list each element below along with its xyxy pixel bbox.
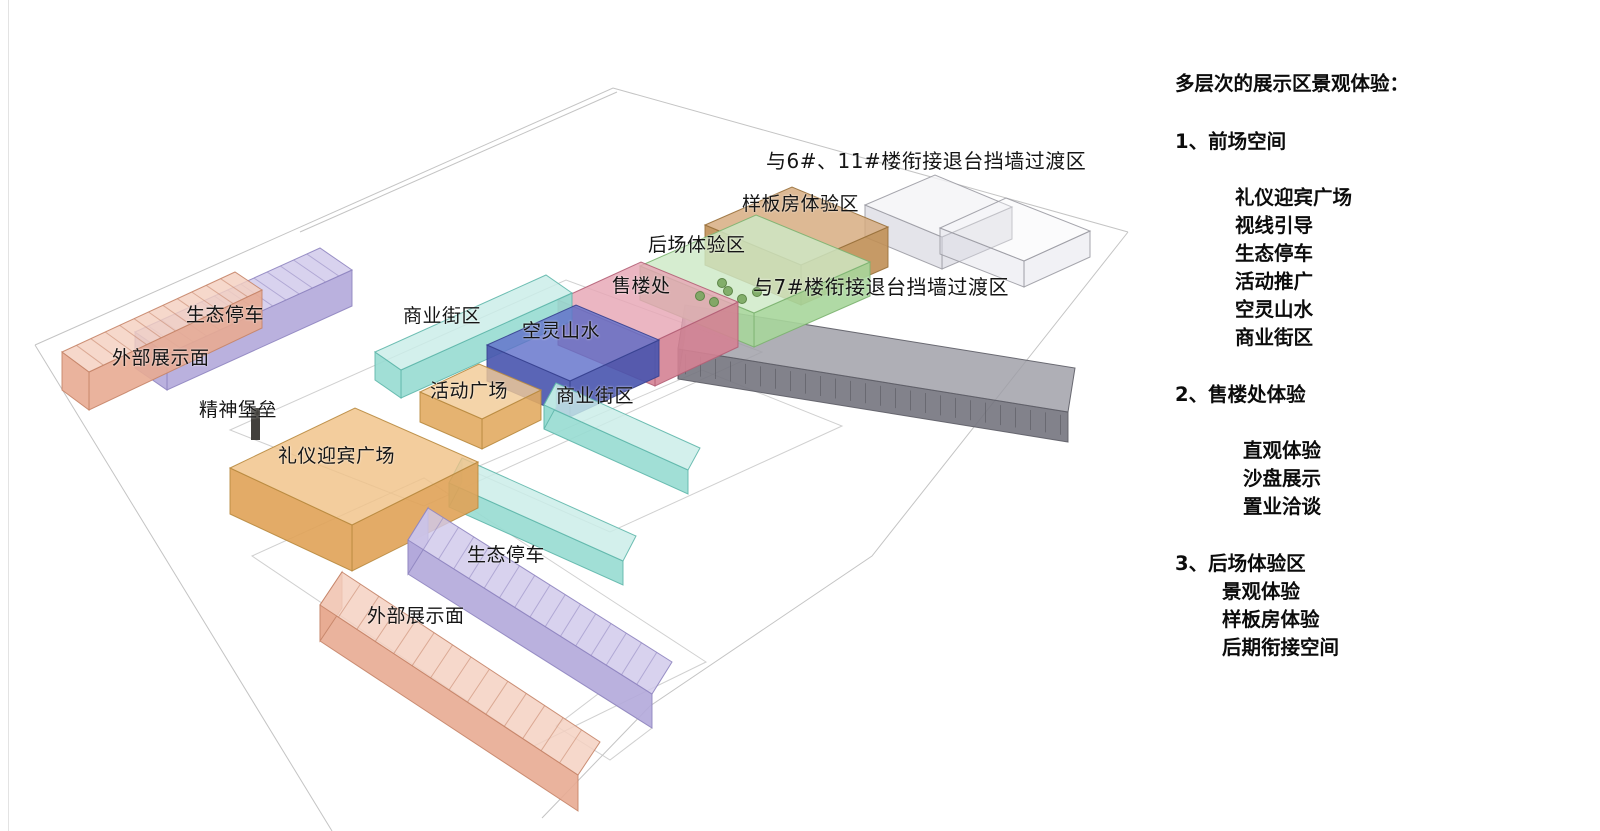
zone-box-parking bbox=[407, 506, 673, 729]
legend-item: 后期衔接空间 bbox=[1222, 636, 1340, 659]
zone-box-layer bbox=[61, 174, 1092, 812]
legend-heading-backfield: 3、后场体验区 bbox=[1175, 552, 1306, 575]
label-sales-office: 售楼处 bbox=[612, 275, 671, 297]
zone-box-plaza bbox=[228, 407, 480, 572]
label-parking-lower: 生态停车 bbox=[467, 544, 546, 566]
legend-item: 视线引导 bbox=[1235, 214, 1314, 237]
legend-item: 直观体验 bbox=[1243, 439, 1322, 462]
zone-box-display bbox=[319, 570, 601, 812]
legend-item: 生态停车 bbox=[1235, 242, 1314, 265]
tree-icon bbox=[737, 294, 747, 304]
legend-heading-frontfield: 1、前场空间 bbox=[1175, 130, 1287, 153]
legend-item: 沙盘展示 bbox=[1243, 467, 1322, 490]
legend-item: 商业街区 bbox=[1235, 326, 1314, 349]
legend-panel: 多层次的展示区景观体验： 1、前场空间 礼仪迎宾广场 视线引导 生态停车 活动推… bbox=[1175, 70, 1409, 662]
legend-item: 样板房体验 bbox=[1222, 608, 1320, 631]
label-display-lower: 外部展示面 bbox=[367, 605, 465, 627]
zone-box-display bbox=[61, 271, 264, 411]
zone-box-transition bbox=[863, 174, 1014, 270]
label-commercial-lower: 商业街区 bbox=[556, 385, 635, 407]
label-welcome-plaza: 礼仪迎宾广场 bbox=[278, 445, 396, 467]
label-model-area: 样板房体验区 bbox=[742, 193, 860, 215]
legend-items-sales: 直观体验 沙盘展示 置业洽谈 bbox=[1243, 437, 1409, 521]
tree-icon bbox=[695, 291, 705, 301]
zone-box-transition bbox=[938, 197, 1092, 288]
decoration-layer bbox=[251, 278, 762, 440]
label-parking-upper: 生态停车 bbox=[186, 304, 265, 326]
legend-title: 多层次的展示区景观体验： bbox=[1175, 72, 1410, 95]
legend-item: 置业洽谈 bbox=[1243, 495, 1322, 518]
zone-box-activity bbox=[418, 363, 543, 450]
tree-icon bbox=[723, 286, 733, 296]
legend-item: 礼仪迎宾广场 bbox=[1235, 186, 1353, 209]
tree-icon bbox=[717, 278, 727, 288]
legend-item: 景观体验 bbox=[1222, 580, 1301, 603]
tree-icon bbox=[709, 297, 719, 307]
label-backyard-area: 后场体验区 bbox=[648, 234, 746, 256]
zone-box-commercial bbox=[543, 382, 701, 495]
label-display-upper: 外部展示面 bbox=[112, 347, 210, 369]
legend-heading-sales: 2、售楼处体验 bbox=[1175, 383, 1306, 406]
spirit-fortress-marker bbox=[251, 408, 260, 440]
site-boundary-left bbox=[34, 344, 333, 831]
page-edge-line bbox=[8, 0, 9, 831]
label-transition-6-11: 与6#、11#楼衔接退台挡墙过渡区 bbox=[766, 149, 1087, 173]
tree-icon bbox=[752, 287, 762, 297]
legend-item: 空灵山水 bbox=[1235, 298, 1314, 321]
legend-item: 活动推广 bbox=[1235, 270, 1314, 293]
parcel-line bbox=[299, 91, 618, 233]
legend-items-frontfield: 礼仪迎宾广场 视线引导 生态停车 活动推广 空灵山水 商业街区 bbox=[1235, 184, 1409, 352]
legend-items-backfield: 景观体验 样板房体验 后期衔接空间 bbox=[1222, 578, 1409, 662]
label-activity-plaza: 活动广场 bbox=[430, 380, 509, 402]
label-spirit-fortress: 精神堡垒 bbox=[199, 399, 278, 421]
label-transition-7: 与7#楼衔接退台挡墙过渡区 bbox=[753, 275, 1009, 299]
label-commercial-upper: 商业街区 bbox=[403, 305, 482, 327]
label-water: 空灵山水 bbox=[522, 320, 601, 342]
